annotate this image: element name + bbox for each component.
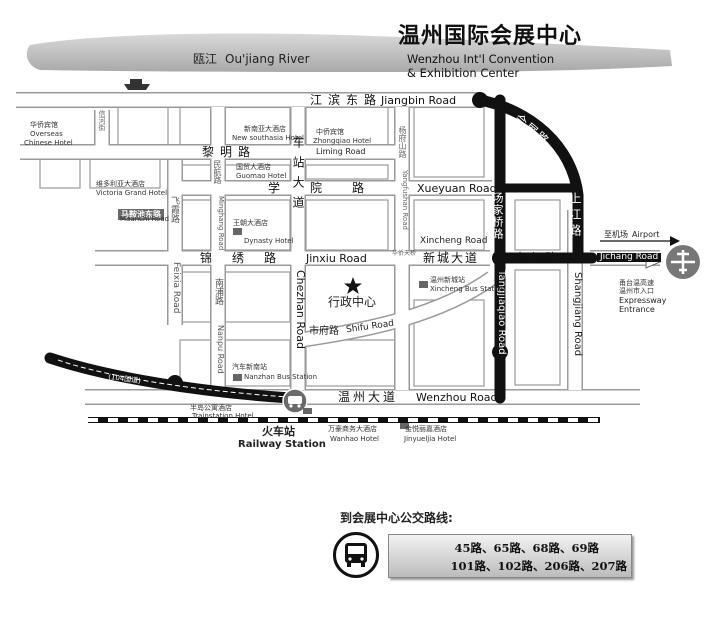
road-label-yangfushan-en: Yangfushan Road xyxy=(401,170,409,230)
place-trainstation-hotel-en: Trainstation Hotel xyxy=(192,412,254,420)
map-title-en-2: & Exhibition Center xyxy=(407,66,520,80)
place-dynasty-cn: 王朝大酒店 xyxy=(233,219,268,227)
ferry-icon xyxy=(124,79,150,90)
place-guomao-cn: 国贸大酒店 xyxy=(236,163,271,171)
road-label-xueyuan-en: Xueyuan Road xyxy=(417,182,497,195)
bus-lines-row-2: 101路、102路、206路、207路 xyxy=(450,559,627,573)
bus-heading: 到会展中心公交路线: xyxy=(340,511,453,525)
road-label-chezhan-cn: 车站大道 xyxy=(291,136,305,216)
place-admin-center: 行政中心 xyxy=(328,295,377,309)
bus-icon xyxy=(333,532,379,578)
road-label-nanpu-en: Nanpu Road xyxy=(216,325,225,374)
place-trainstation-hotel-cn: 半岛公寓酒店 xyxy=(190,404,232,412)
road-label-renming-en: Renming Road xyxy=(86,148,152,158)
map-title-en-1: Wenzhou Int'l Convention xyxy=(407,52,555,66)
building-markers xyxy=(233,228,428,429)
road-label-tangjia-cn: 汤家桥路 xyxy=(491,192,504,240)
road-label-shifu-cn: 市府路 xyxy=(309,326,339,337)
road-label-huamin: 华侨天桥 xyxy=(392,250,417,257)
place-wanhao-cn: 万豪商务大酒店 xyxy=(328,425,377,433)
star-icon xyxy=(344,277,362,294)
road-label-maanchi-en: Maanchi Road xyxy=(120,215,170,223)
bus-lines-panel: 45路、65路、68路、69路 101路、102路、206路、207路 xyxy=(388,534,632,578)
road-label-xincheng-en: Xincheng Road xyxy=(420,236,488,246)
expressway-label-en-2: Entrance xyxy=(619,305,655,314)
expressway-label-cn-1: 甬台温高速 xyxy=(619,279,654,287)
railway-station-icon xyxy=(282,388,308,414)
expressway-label-cn-2: 温州市入口 xyxy=(619,287,654,295)
place-newsouthasia-en: New southasia Hotel xyxy=(232,134,304,142)
road-label-wenzhou-en: Wenzhou Road xyxy=(416,391,498,404)
airport-arrow xyxy=(600,236,680,246)
place-nanzhan-en: Nanzhan Bus Station xyxy=(244,373,318,381)
airport-label-en: Airport xyxy=(632,230,660,239)
road-label-xinhe: 信河街 xyxy=(98,110,106,131)
place-railway-cn: 火车站 xyxy=(262,425,295,438)
road-label-liming-cn: 黎明路 xyxy=(202,145,257,159)
bus-lines-row-1: 45路、65路、68路、69路 xyxy=(454,541,599,555)
river-label-en: Ou'jiang River xyxy=(225,52,310,66)
road-label-jinxiu-en: Jinxiu Road xyxy=(306,252,367,265)
map-title-cn: 温州国际会展中心 xyxy=(398,24,583,49)
road-label-minhang-cn: 民航路 xyxy=(213,160,222,184)
road-label-feixia-en: Feixia Road xyxy=(171,262,181,314)
place-railway-en: Railway Station xyxy=(238,439,326,450)
place-dynasty-en: Dynasty Hotel xyxy=(244,237,294,245)
road-label-jichang-cn: 机场路 xyxy=(517,251,560,265)
expressway-label-en-1: Expressway xyxy=(619,296,667,305)
place-newsouthasia-cn: 新南亚大酒店 xyxy=(244,125,286,133)
place-overseas-en-1: Overseas xyxy=(30,130,63,138)
place-xincheng-station-en: Xincheng Bus Station xyxy=(430,285,505,293)
road-label-feixia-cn: 飞霞路 xyxy=(169,196,179,223)
river-label-cn: 瓯江 xyxy=(193,52,218,66)
river-shape xyxy=(26,33,672,72)
place-jinyue-cn: 金悦丽嘉酒店 xyxy=(405,425,447,433)
road-label-tangjia-en: Tangjiaqiao Road xyxy=(496,270,507,355)
road-label-xincheng-cn: 新城大道 xyxy=(423,251,480,265)
road-label-yangfushan-cn: 杨府山路 xyxy=(398,126,407,158)
place-jinyue-en: Jinyueljia Hotel xyxy=(404,435,457,443)
place-zhongqiao-cn: 中侨宾馆 xyxy=(316,128,344,136)
place-wanhao-en: Wanhao Hotel xyxy=(330,435,379,443)
place-overseas-en-2: Chinese Hotel xyxy=(24,139,73,147)
road-label-nanpu-cn: 南浦路 xyxy=(213,278,223,305)
airport-label-cn: 至机场 xyxy=(604,230,628,239)
road-label-xueyuan-cn: 学院路 xyxy=(268,181,395,195)
road-label-jiangbin-cn: 江滨东路 xyxy=(310,93,383,107)
road-label-minhang-en: Minghang Road xyxy=(217,196,225,251)
road-label-shangjiang-cn: 上江路 xyxy=(568,192,582,240)
road-label-jichang-en: Jichang Road xyxy=(597,253,662,262)
road-104-centerline xyxy=(57,359,289,398)
place-xincheng-station-cn: 温州新城站 xyxy=(430,276,465,284)
place-guomao-en: Guomao Hotel xyxy=(236,172,287,180)
place-overseas-cn: 华侨宾馆 xyxy=(30,121,58,129)
road-label-wenzhou-cn: 温州大道 xyxy=(338,390,399,404)
airplane-icon xyxy=(666,245,700,279)
road-label-jiangbin-en: Jiangbin Road xyxy=(381,94,457,107)
road-label-jinxiu-cn: 锦绣路 xyxy=(200,251,297,265)
place-nanzhan-cn: 汽车新南站 xyxy=(232,363,267,371)
road-label-chezhan-en: Chezhan Road xyxy=(294,270,307,349)
place-victoria-cn: 维多利亚大酒店 xyxy=(96,180,145,188)
road-label-renming-cn: 人民路 xyxy=(42,147,78,158)
junction-dots xyxy=(167,92,508,391)
road-label-liming-en: Liming Road xyxy=(316,147,366,156)
road-label-maanchi-cn: 马鞍池东路 xyxy=(118,204,164,220)
road-label-shangjiang-en: Shangjiang Road xyxy=(572,272,583,357)
place-victoria-en: Victoria Grand Hotel xyxy=(96,189,168,197)
place-zhongqiao-en: Zhongqiao Hotel xyxy=(313,137,372,145)
